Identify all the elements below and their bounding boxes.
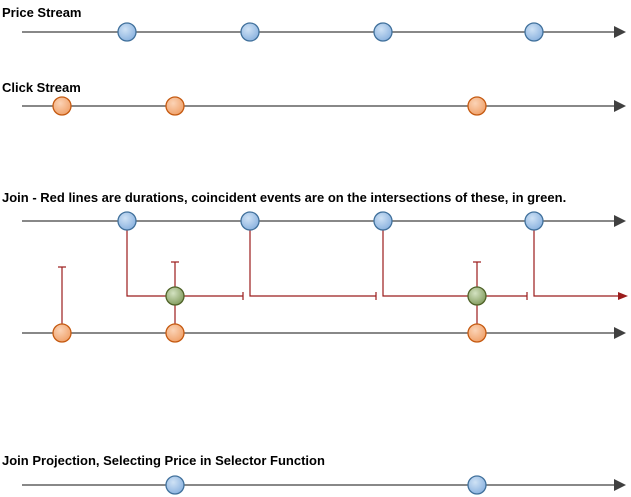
click-event: [165, 96, 185, 116]
price-duration: [126, 230, 243, 297]
price-event: [117, 22, 137, 42]
price-duration: [533, 230, 618, 297]
click-duration-lines: [58, 261, 481, 324]
click-stream-timeline: [22, 100, 626, 112]
join-click-event: [165, 323, 185, 343]
projection-event: [467, 475, 487, 495]
click-stream-title: Click Stream: [2, 80, 81, 95]
price-duration: [249, 230, 376, 297]
join-price-event: [117, 211, 137, 231]
join-price-event: [373, 211, 393, 231]
join-click-timeline: [22, 327, 626, 339]
join-projection-timeline: [22, 479, 626, 491]
join-click-event: [52, 323, 72, 343]
coincident-event: [165, 286, 185, 306]
join-projection-title: Join Projection, Selecting Price in Sele…: [2, 453, 325, 468]
price-event: [524, 22, 544, 42]
join-price-event: [240, 211, 260, 231]
coincident-event: [467, 286, 487, 306]
price-event: [373, 22, 393, 42]
click-event: [467, 96, 487, 116]
join-price-event: [524, 211, 544, 231]
projection-event: [165, 475, 185, 495]
join-title: Join - Red lines are durations, coincide…: [2, 190, 566, 205]
click-event: [52, 96, 72, 116]
join-click-event: [467, 323, 487, 343]
price-duration-lines: [126, 230, 618, 300]
price-event: [240, 22, 260, 42]
duration-arrowhead: [618, 292, 628, 300]
price-duration: [382, 230, 527, 297]
price-stream-title: Price Stream: [2, 5, 82, 20]
